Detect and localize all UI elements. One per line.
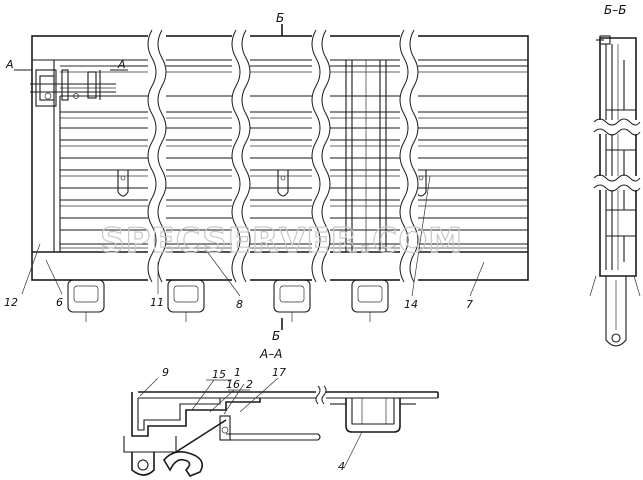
section-label-a-right: А	[117, 58, 126, 71]
callout-16: 16	[226, 378, 240, 391]
section-label-b-bottom: Б	[272, 329, 280, 343]
main-view: Б Б А А 12 6 11 8 14 7	[4, 11, 529, 343]
lashing-loops	[67, 279, 389, 322]
panel-slats	[60, 111, 528, 249]
callout-4: 4	[338, 460, 345, 473]
section-bb-view: Б–Б	[589, 3, 641, 347]
section-label-a-left: А	[5, 58, 14, 71]
callout-15: 15	[212, 368, 226, 381]
lock-mechanism	[30, 65, 116, 107]
callout-2: 2	[246, 378, 253, 391]
callout-leaders	[21, 175, 485, 297]
section-bb-title: Б–Б	[604, 3, 626, 17]
callout-17: 17	[272, 366, 286, 379]
callout-14: 14	[404, 298, 418, 311]
break-lines	[147, 29, 419, 286]
callout-6: 6	[56, 296, 63, 309]
callout-1: 1	[234, 366, 241, 379]
callout-7: 7	[466, 298, 473, 311]
callout-9: 9	[162, 366, 169, 379]
callout-11: 11	[150, 296, 164, 309]
callout-12: 12	[4, 296, 18, 309]
section-aa-leaders	[139, 377, 363, 469]
middle-stake	[345, 60, 387, 252]
watermark: SPECSERVER.COM	[100, 221, 463, 261]
callout-8: 8	[236, 298, 243, 311]
section-aa-title: А–А	[259, 347, 282, 361]
section-label-b-top: Б	[276, 11, 284, 25]
section-aa-view: А–А	[123, 347, 439, 477]
